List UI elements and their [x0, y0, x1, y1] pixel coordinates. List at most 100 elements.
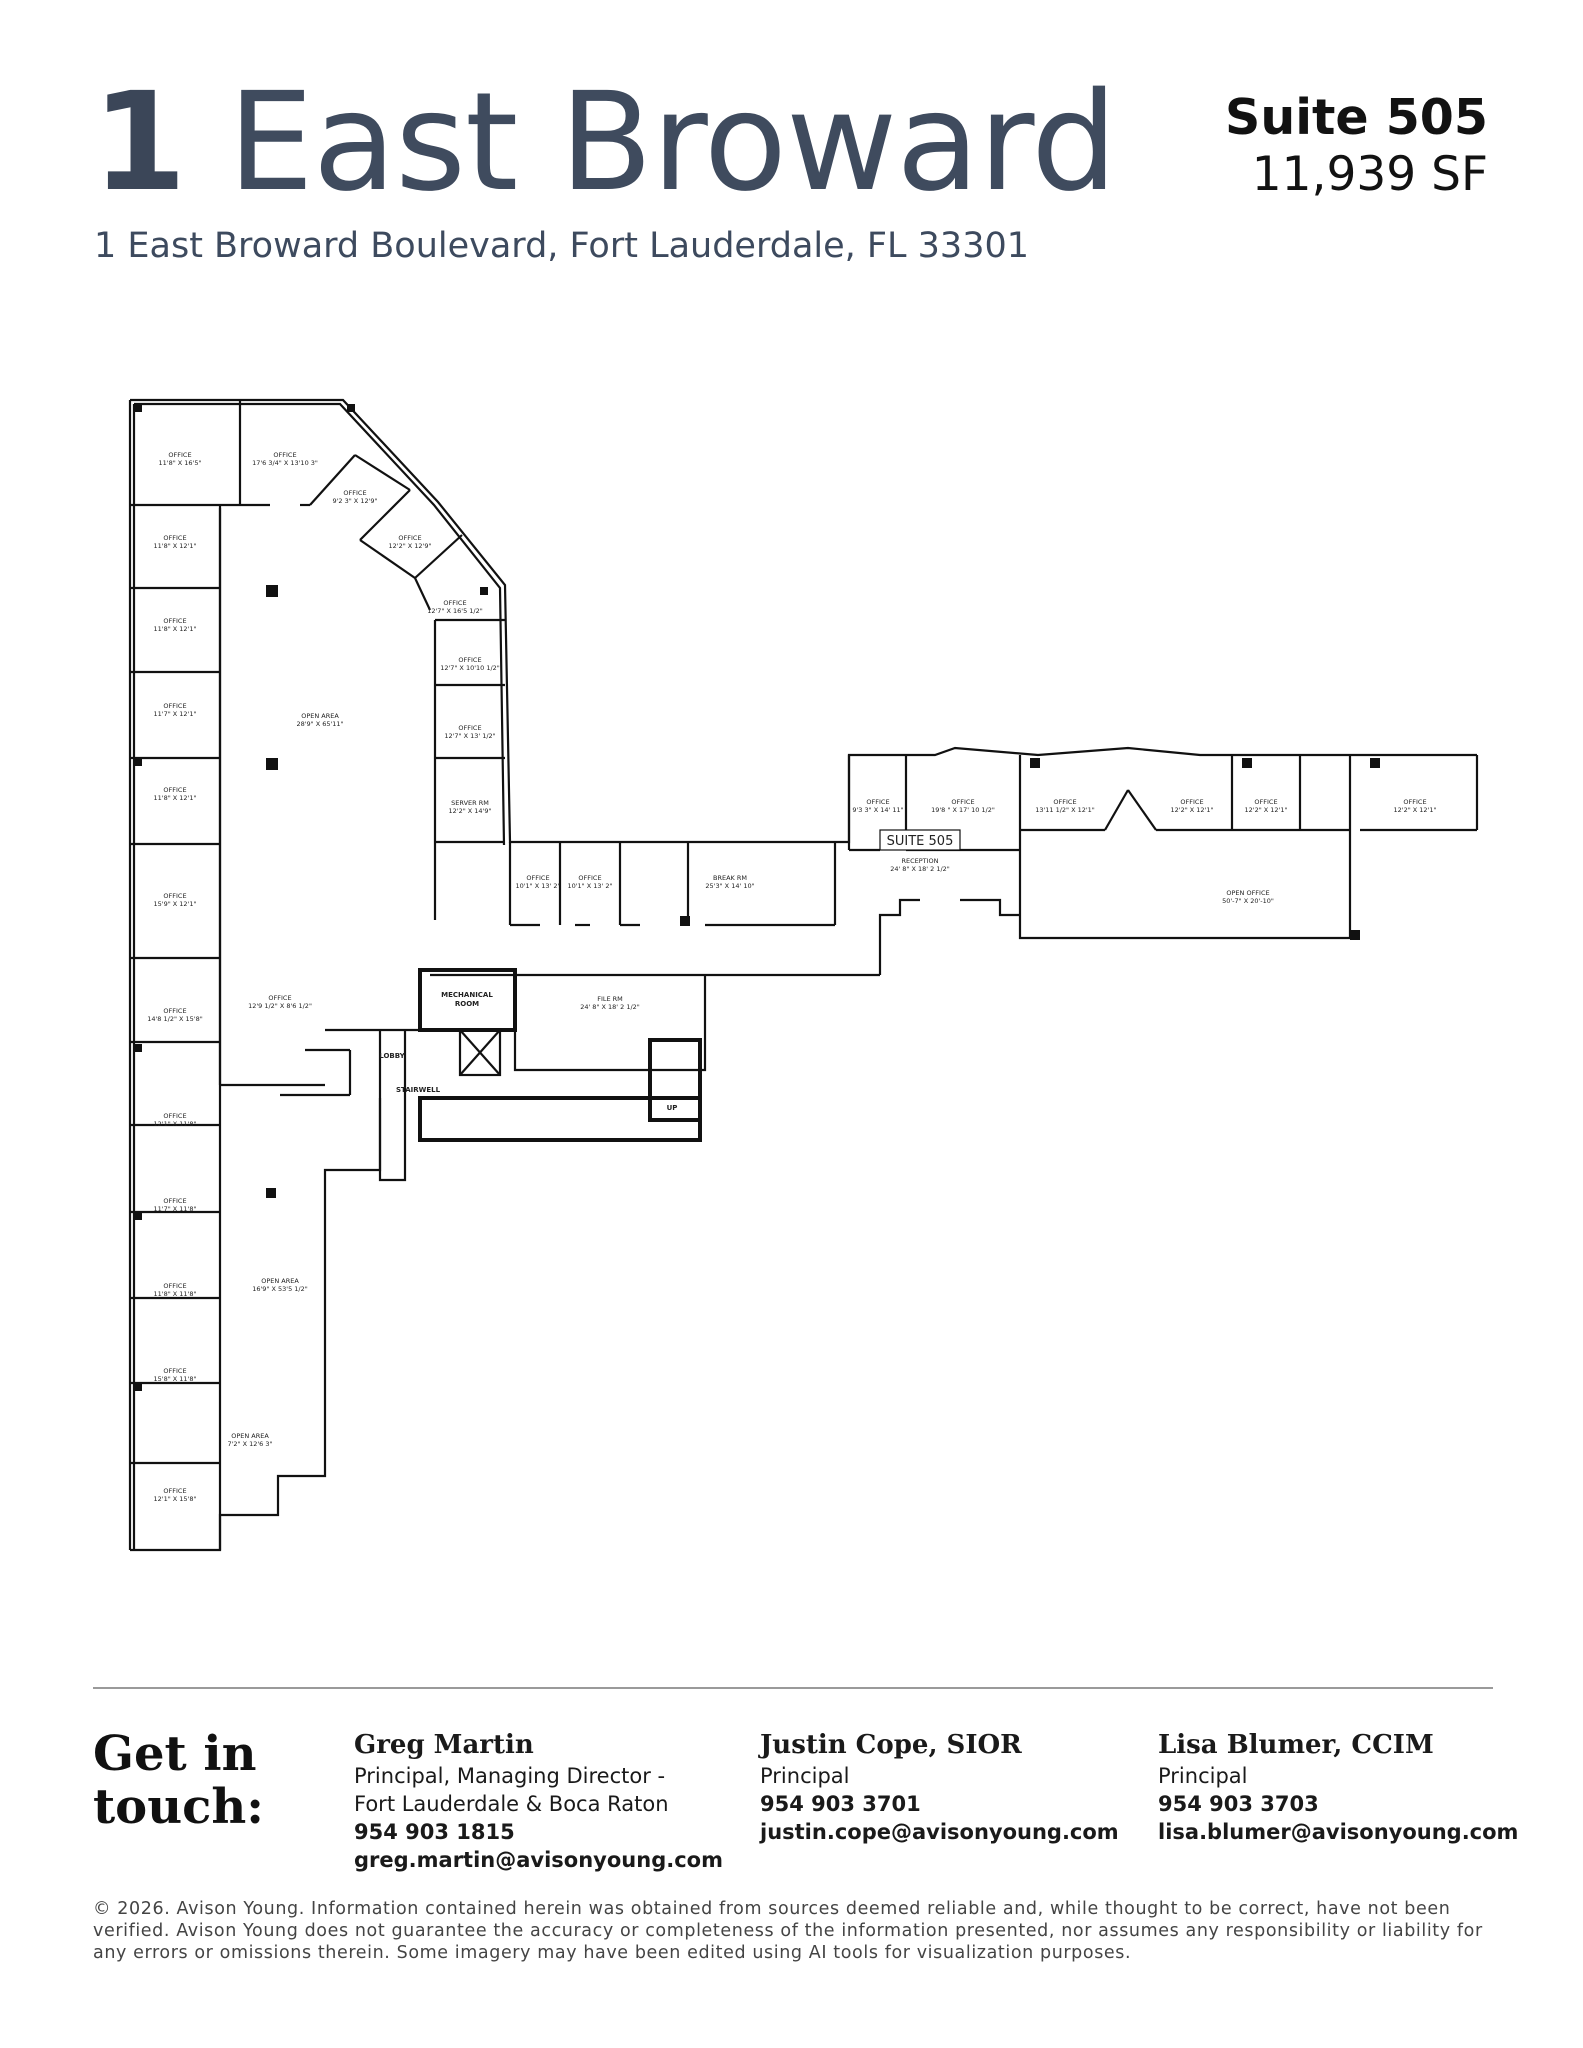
room-dims: 12'7" X 10'10 1/2"	[440, 664, 500, 672]
contact-name: Lisa Blumer, CCIM	[1158, 1730, 1434, 1760]
disclaimer: © 2026. Avison Young. Information contai…	[93, 1899, 1483, 1963]
page-title: 1 East Broward	[92, 68, 1117, 218]
room-dims: 12'2" X 12'1"	[1171, 806, 1214, 814]
room-label: OFFICE	[443, 599, 466, 607]
room-label: OFFICE	[163, 1282, 186, 1290]
suite-area: 11,939 SF	[1251, 147, 1488, 202]
room-label: OFFICE	[398, 534, 421, 542]
room-label: OPEN OFFICE	[1226, 889, 1269, 897]
contact-email[interactable]: greg.martin@avisonyoung.com	[354, 1848, 723, 1872]
contact-card: Lisa Blumer, CCIM Principal 954 903 3703…	[1158, 1728, 1518, 1846]
room-dims: 10'1" X 13' 2"	[567, 882, 612, 890]
room-dims: 17'6 3/4" X 13'10 3"	[252, 459, 318, 467]
contact-phone[interactable]: 954 903 3701	[760, 1792, 921, 1816]
room-dims: 12'2" X 14'9"	[449, 807, 492, 815]
room-label: OFFICE	[458, 724, 481, 732]
room-dims: 19'8 " X 17' 10 1/2"	[931, 806, 995, 814]
room-dims: 11'8" X 12'1"	[154, 794, 197, 802]
room-label: OFFICE	[163, 892, 186, 900]
suite-plan-label: SUITE 505	[887, 834, 954, 849]
room-label: OFFICE	[163, 702, 186, 710]
contact-card: Justin Cope, SIOR Principal 954 903 3701…	[760, 1728, 1119, 1846]
room-label: OFFICE	[1403, 798, 1426, 806]
exterior-wall-inner	[134, 402, 506, 846]
room-label: OFFICE	[1053, 798, 1076, 806]
contact-email[interactable]: justin.cope@avisonyoung.com	[760, 1820, 1119, 1844]
contact-title: Principal, Managing Director -	[354, 1764, 666, 1788]
room-label: OFFICE	[1180, 798, 1203, 806]
suite-name: Suite 505	[1225, 89, 1488, 146]
room-dims: 11'7" X 11'8"	[154, 1205, 197, 1213]
room-label: OFFICE	[163, 617, 186, 625]
room-dims: 15'9" X 12'1"	[154, 900, 197, 908]
floor-plan: OFFICE 11'8" X 16'5" OFFICE 17'6 3/4" X …	[128, 398, 1479, 1552]
property-address: 1 East Broward Boulevard, Fort Lauderdal…	[94, 226, 1030, 266]
contact-card: Greg Martin Principal, Managing Director…	[354, 1728, 723, 1874]
room-label: OFFICE	[163, 1007, 186, 1015]
room-label: OFFICE	[866, 798, 889, 806]
room-dims: 10'1" X 13' 2"	[515, 882, 560, 890]
room-label: FILE RM	[597, 995, 623, 1003]
room-label: RECEPTION	[901, 857, 938, 865]
contact-name: Greg Martin	[354, 1730, 534, 1760]
room-dims: 24' 8" X 18' 2 1/2"	[580, 1003, 640, 1011]
title-name: East Broward	[227, 64, 1118, 222]
title-number: 1	[92, 64, 187, 222]
room-dims: 9'3 3" X 14' 11"	[852, 806, 903, 814]
room-label: OFFICE	[163, 1197, 186, 1205]
room-dims: 16'9" X 53'5 1/2"	[252, 1285, 307, 1293]
footer-divider	[93, 1687, 1493, 1689]
room-label: OFFICE	[163, 1367, 186, 1375]
suite-info: Suite 505 11,939 SF	[1225, 88, 1488, 202]
room-dims: 12'7" X 16'5 1/2"	[427, 607, 482, 615]
room-dims: 7'2" X 12'6 3"	[227, 1440, 272, 1448]
up-label: UP	[667, 1104, 678, 1112]
room-label: OFFICE	[343, 489, 366, 497]
room-dims: 13'11 1/2" X 12'1"	[1035, 806, 1095, 814]
room-label: OFFICE	[163, 534, 186, 542]
stairwell-label: STAIRWELL	[396, 1086, 441, 1094]
room-dims: 11'8" X 12'1"	[154, 542, 197, 550]
room-dims: 12'9 1/2" X 8'6 1/2"	[248, 1002, 312, 1010]
room-dims: 12'2" X 12'1"	[1245, 806, 1288, 814]
room-label: OFFICE	[273, 451, 296, 459]
room-dims: 12'2" X 12'9"	[389, 542, 432, 550]
contact-title: Principal	[1158, 1764, 1248, 1788]
room-dims: 12'1" X 15'8"	[154, 1495, 197, 1503]
room-dims: 14'8 1/2" X 15'8"	[147, 1015, 202, 1023]
room-dims: 11'8" X 16'5"	[159, 459, 202, 467]
exterior-wall	[130, 398, 1477, 844]
room-label: OFFICE	[163, 786, 186, 794]
contact-email[interactable]: lisa.blumer@avisonyoung.com	[1158, 1820, 1519, 1844]
contact-heading: Get in touch:	[93, 1726, 264, 1835]
room-dims: 50'-7" X 20'-10"	[1222, 897, 1274, 905]
mechanical-label: ROOM	[455, 1000, 479, 1008]
room-label: OFFICE	[526, 874, 549, 882]
room-label: OFFICE	[1254, 798, 1277, 806]
room-label: BREAK RM	[713, 874, 747, 882]
room-label: OPEN AREA	[231, 1432, 269, 1440]
lobby-label: LOBBY	[379, 1052, 405, 1060]
room-dims: 12'1" X 11'8"	[154, 1120, 197, 1128]
contact-phone[interactable]: 954 903 3703	[1158, 1792, 1319, 1816]
mechanical-label: MECHANICAL	[441, 991, 493, 999]
contact-phone[interactable]: 954 903 1815	[354, 1820, 515, 1844]
room-label: OFFICE	[578, 874, 601, 882]
room-dims: 15'8" X 11'8"	[154, 1375, 197, 1383]
room-dims: 9'2 3" X 12'9"	[332, 497, 377, 505]
room-dims: 11'8" X 12'1"	[154, 625, 197, 633]
room-label: OFFICE	[458, 656, 481, 664]
room-label: OPEN AREA	[301, 712, 339, 720]
room-dims: 24' 8" X 18' 2 1/2"	[890, 865, 950, 873]
room-label: SERVER RM	[451, 799, 489, 807]
room-label: OFFICE	[163, 1487, 186, 1495]
room-label: OFFICE	[163, 1112, 186, 1120]
room-dims: 28'9" X 65'11"	[296, 720, 343, 728]
room-dims: 12'2" X 12'1"	[1394, 806, 1437, 814]
contact-title: Principal	[760, 1764, 850, 1788]
room-dims: 11'8" X 11'8"	[154, 1290, 197, 1298]
room-label: OPEN AREA	[261, 1277, 299, 1285]
contact-title: Fort Lauderdale & Boca Raton	[354, 1792, 669, 1816]
contact-name: Justin Cope, SIOR	[760, 1730, 1022, 1760]
room-dims: 12'7" X 13' 1/2"	[444, 732, 495, 740]
